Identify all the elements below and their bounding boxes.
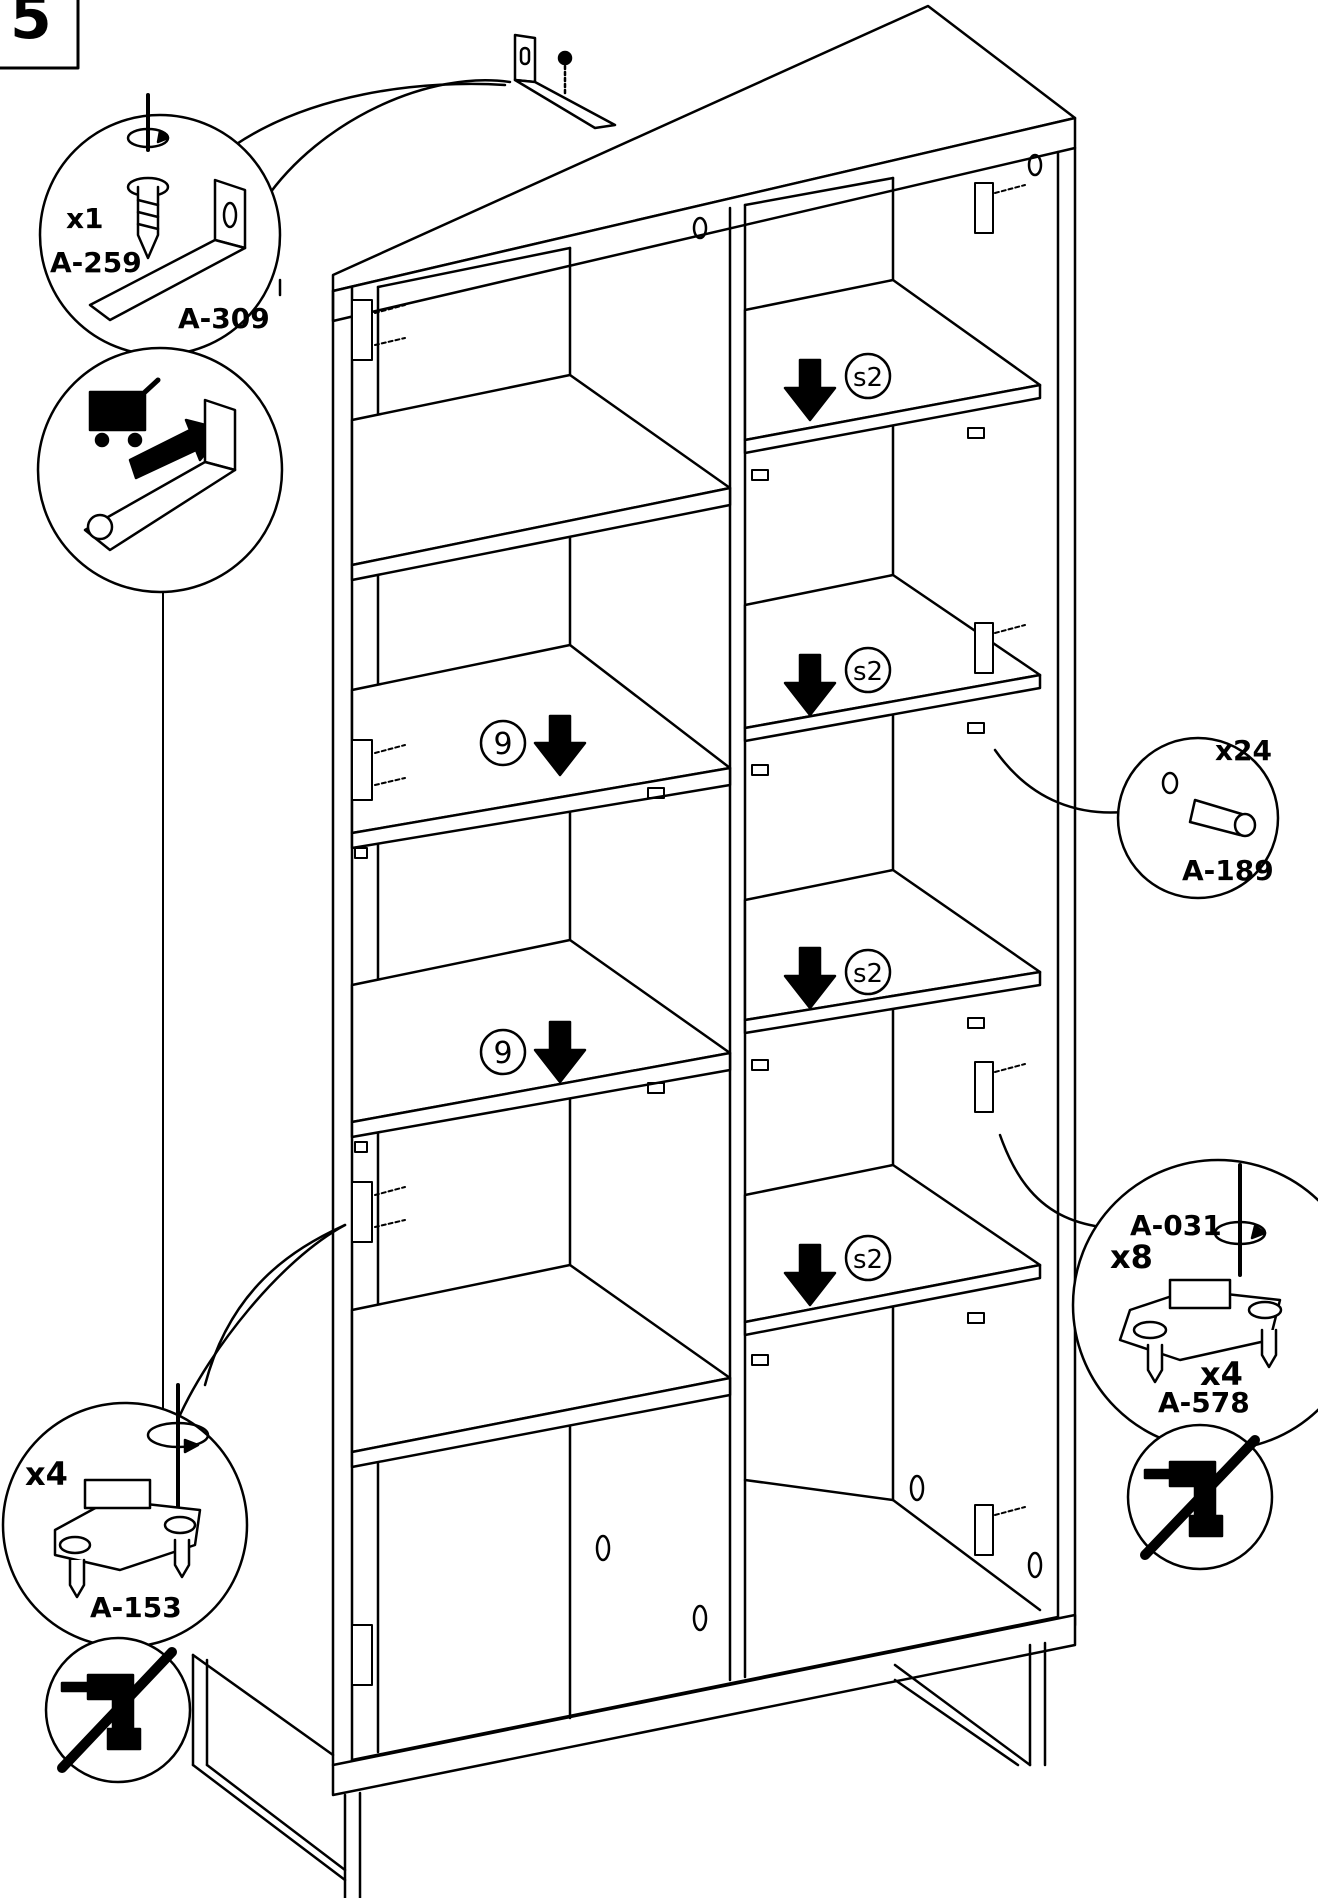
wall-bracket-on-top bbox=[513, 33, 617, 130]
shelf-pin-icon bbox=[1161, 771, 1257, 838]
svg-text:s2: s2 bbox=[853, 1245, 883, 1275]
down-arrow-icon bbox=[783, 653, 837, 717]
down-arrow-icon bbox=[533, 714, 587, 777]
svg-text:s2: s2 bbox=[853, 363, 883, 393]
callout-wall-bracket: x1 A-259 A-309 bbox=[38, 79, 512, 357]
svg-text:9: 9 bbox=[493, 727, 512, 762]
screw-quantity: x1 bbox=[66, 202, 104, 235]
cabinet bbox=[191, 4, 1077, 1900]
down-arrow-icon bbox=[783, 1243, 837, 1307]
shelf-marker-right-4: s2 bbox=[844, 1234, 892, 1282]
left-shelves bbox=[350, 373, 732, 1469]
left-hinge-quantity: x4 bbox=[25, 1455, 68, 1493]
hinge-screw-code: A-031 bbox=[1130, 1209, 1222, 1242]
callout-anti-tip bbox=[36, 346, 284, 594]
l-bracket-icon bbox=[88, 178, 247, 322]
down-arrow-icon bbox=[533, 1020, 587, 1084]
screwdriver-icon bbox=[1213, 1163, 1267, 1277]
cabinet-legs bbox=[191, 1641, 1047, 1900]
no-power-drill-icon bbox=[44, 1636, 192, 1784]
shelf-marker-left-2: 9 bbox=[479, 1028, 527, 1076]
callout-shelf-pins: x24 A-189 bbox=[993, 734, 1280, 900]
screwdriver-icon bbox=[126, 93, 170, 152]
pin-code: A-189 bbox=[1182, 854, 1274, 887]
hinges-left-side bbox=[351, 299, 406, 1686]
hinge-icon bbox=[1118, 1278, 1283, 1384]
bracket-code: A-309 bbox=[178, 302, 270, 335]
svg-text:9: 9 bbox=[493, 1036, 512, 1071]
screw-icon bbox=[126, 176, 170, 260]
left-hinge-code: A-153 bbox=[90, 1591, 182, 1624]
screw-code: A-259 bbox=[50, 246, 142, 279]
hinges-right-side bbox=[974, 182, 1026, 1556]
hinge-screw-quantity: x8 bbox=[1110, 1238, 1153, 1276]
callout-hinge-left: x4 A-153 bbox=[1, 1223, 347, 1649]
step-number: 5 bbox=[10, 0, 52, 53]
svg-text:s2: s2 bbox=[853, 657, 883, 687]
tip-over-cart-icon bbox=[88, 377, 227, 480]
svg-text:s2: s2 bbox=[853, 959, 883, 989]
shelf-marker-left-1: 9 bbox=[479, 719, 527, 767]
hinge-icon bbox=[53, 1478, 202, 1599]
shelf-marker-right-3: s2 bbox=[844, 948, 892, 996]
pin-quantity: x24 bbox=[1215, 734, 1272, 767]
hinge-code: A-578 bbox=[1158, 1386, 1250, 1419]
callout-hinge-right: A-031 x8 x4 A-578 bbox=[998, 1133, 1318, 1452]
shelf-pins bbox=[354, 427, 985, 1366]
down-arrow-icon bbox=[783, 946, 837, 1010]
step-number-box: 5 bbox=[0, 0, 80, 70]
down-arrow-icon bbox=[783, 358, 837, 422]
screwdriver-icon bbox=[146, 1383, 210, 1522]
no-power-drill-icon bbox=[1126, 1423, 1274, 1571]
shelf-marker-right-1: s2 bbox=[844, 352, 892, 400]
shelf-marker-right-2: s2 bbox=[844, 646, 892, 694]
hinge-quantity: x4 bbox=[1200, 1355, 1243, 1393]
